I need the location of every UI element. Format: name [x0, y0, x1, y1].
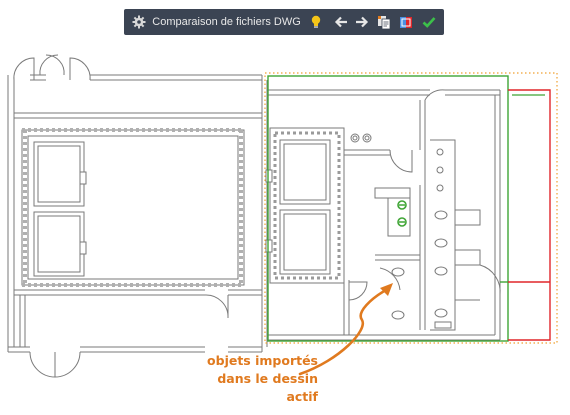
fixtures — [350, 133, 452, 329]
changed-fixtures — [397, 200, 407, 227]
annotation-arrow — [298, 283, 393, 376]
gear-icon — [132, 15, 146, 29]
double-door-bottom — [29, 294, 229, 378]
toolbar-title: Comparaison de fichiers DWG — [152, 16, 301, 28]
arrow-right-icon — [356, 16, 369, 28]
snapshot-icon — [399, 16, 412, 28]
import-objects-icon — [378, 15, 391, 29]
annotation-line-1: objets importés — [207, 353, 318, 368]
compare-boundary-red — [508, 89, 551, 341]
annotation-callout: objets importés dans le dessin actif — [178, 352, 318, 406]
dwg-compare-toolbar: Comparaison de fichiers DWG — [124, 9, 444, 35]
imported-region-outline — [264, 72, 558, 344]
compare-boundary-green — [267, 75, 509, 342]
arrow-left-icon — [334, 16, 347, 28]
elevator-block-left — [21, 128, 245, 287]
done-button[interactable] — [420, 11, 438, 33]
lightbulb-icon — [311, 15, 321, 28]
tip-button[interactable] — [307, 11, 325, 33]
double-door-top — [13, 54, 91, 81]
import-objects-button[interactable] — [375, 11, 393, 33]
annotation-line-3: actif — [286, 389, 318, 404]
check-icon — [422, 17, 436, 28]
settings-button[interactable] — [130, 11, 148, 33]
imported-building — [265, 89, 501, 341]
outer-walls — [7, 74, 268, 353]
previous-button[interactable] — [332, 11, 350, 33]
snapshot-button[interactable] — [397, 11, 415, 33]
annotation-line-2: dans le dessin — [217, 371, 318, 386]
next-button[interactable] — [353, 11, 371, 33]
